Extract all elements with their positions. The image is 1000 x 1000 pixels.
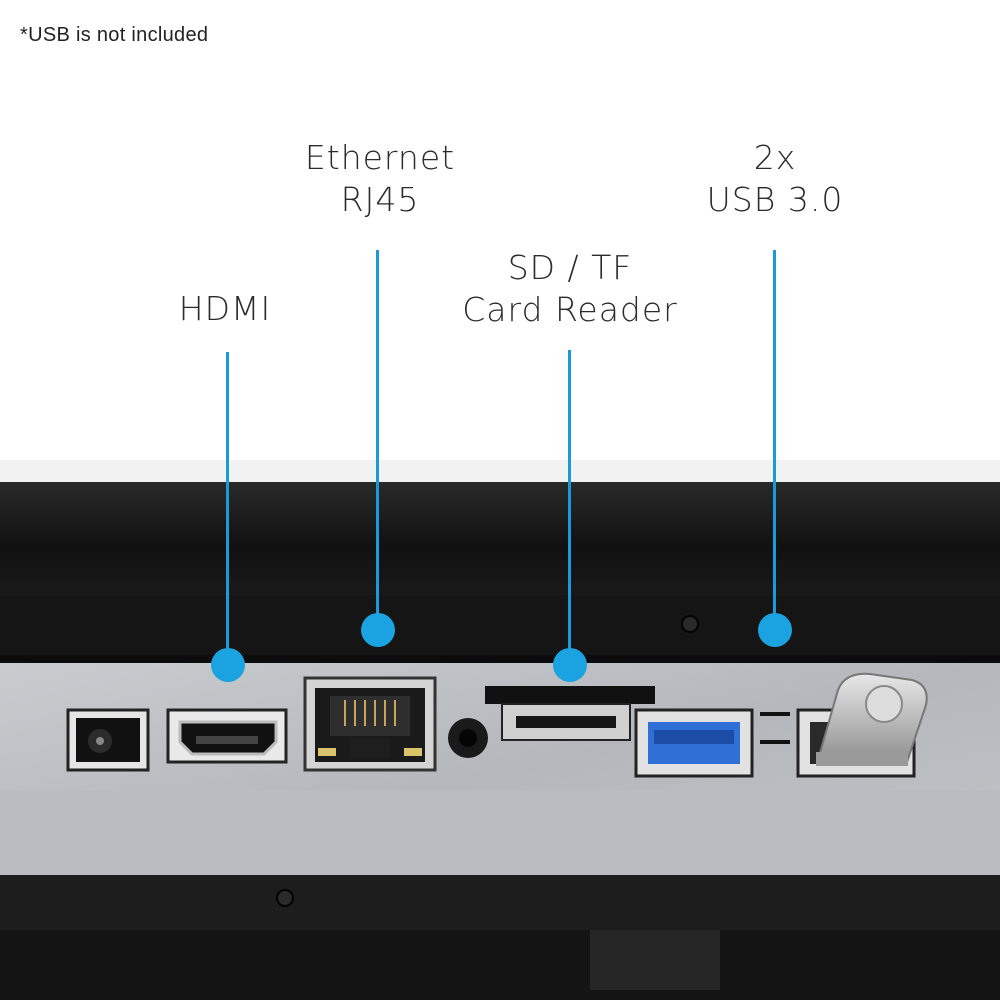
usb-leader-line: [773, 250, 776, 630]
hdmi-label-line-1: HDMI: [178, 289, 272, 328]
sd-marker-dot: [553, 648, 587, 682]
ethernet-leader-line: [376, 250, 379, 630]
usb-label-line-2: USB 3.0: [706, 180, 844, 219]
ethernet-label-line-1: Ethernet: [304, 138, 456, 177]
ethernet-marker-dot: [361, 613, 395, 647]
ethernet-label-line-2: RJ45: [340, 180, 420, 219]
sd-card-reader-label: SD / TF Card Reader: [440, 247, 700, 331]
sd-label-line-1: SD / TF: [507, 248, 633, 287]
hdmi-leader-line: [226, 352, 229, 664]
ethernet-label: Ethernet RJ45: [280, 137, 480, 221]
usb-label-line-1: 2x: [753, 138, 797, 177]
sd-leader-line: [568, 350, 571, 664]
usb-not-included-note: *USB is not included: [20, 24, 209, 46]
sd-label-line-2: Card Reader: [462, 290, 678, 329]
usb-label: 2x USB 3.0: [680, 137, 870, 221]
hdmi-marker-dot: [211, 648, 245, 682]
hdmi-label: HDMI: [150, 288, 300, 330]
usb-marker-dot: [758, 613, 792, 647]
device-ports-photo: [0, 460, 1000, 1000]
